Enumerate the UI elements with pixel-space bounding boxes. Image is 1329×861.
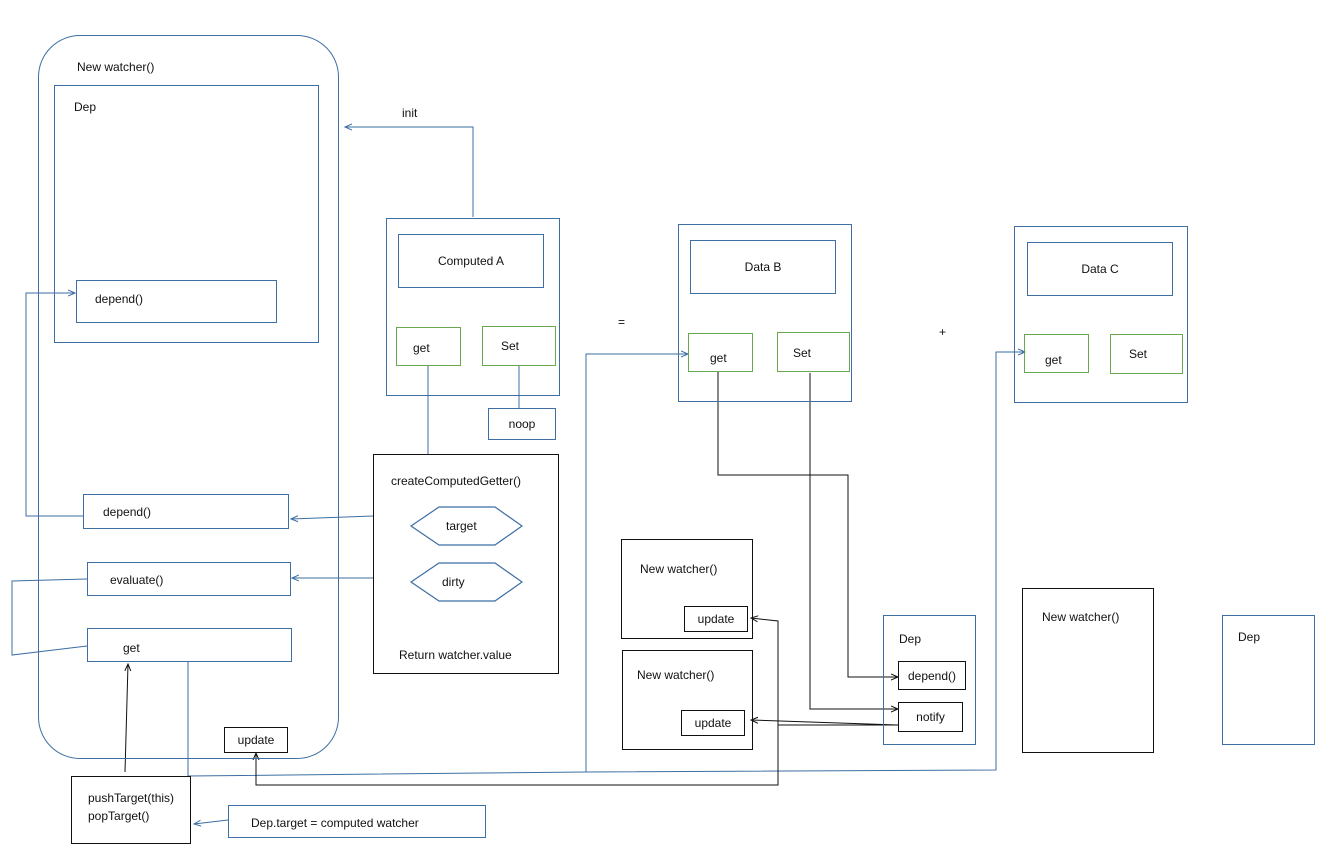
dirty-diamond[interactable] — [409, 561, 524, 603]
left-depend-node[interactable] — [83, 494, 289, 529]
computed-a-noop-node[interactable]: noop — [488, 408, 556, 440]
computed-a-set-node[interactable] — [482, 326, 556, 366]
left-watcher-title: New watcher() — [77, 60, 155, 74]
watcher-1-title: New watcher() — [640, 562, 718, 576]
dep-target-box — [228, 805, 486, 838]
watcher-3-title: New watcher() — [1042, 610, 1120, 624]
computed-getter-container — [373, 454, 559, 674]
computed-a-get-label: get — [413, 341, 430, 355]
data-c-get-node[interactable] — [1024, 334, 1089, 373]
left-evaluate-label: evaluate() — [110, 573, 164, 587]
data-b-get-node[interactable] — [688, 333, 753, 372]
data-b-get-label: get — [710, 351, 727, 365]
data-c-container — [1014, 226, 1188, 403]
computed-getter-title: createComputedGetter() — [391, 474, 522, 488]
left-get-label: get — [123, 641, 140, 655]
left-dep-depend-label: depend() — [95, 292, 144, 306]
data-b-title-box: Data B — [690, 240, 836, 294]
left-dep-box — [54, 85, 319, 343]
data-c-set-node[interactable] — [1110, 334, 1183, 374]
dep-target-label: Dep.target = computed watcher — [251, 816, 419, 830]
computed-a-container — [386, 218, 560, 396]
data-c-set-label: Set — [1129, 347, 1148, 361]
equals-sign: = — [618, 315, 626, 329]
computed-a-get-node[interactable] — [396, 327, 461, 366]
computed-a-set-label: Set — [501, 339, 520, 353]
dirty-label: dirty — [442, 575, 465, 589]
watcher-2-update-node[interactable]: update — [681, 710, 745, 736]
data-c-get-label: get — [1045, 353, 1062, 367]
watcher-2-container — [622, 650, 753, 750]
watcher-2-title: New watcher() — [637, 668, 715, 682]
data-b-set-node[interactable] — [777, 332, 850, 372]
left-depend-label: depend() — [103, 505, 152, 519]
dep-c-label: Dep — [1238, 630, 1261, 644]
left-update-node[interactable]: update — [224, 727, 288, 753]
left-evaluate-node[interactable] — [87, 562, 291, 596]
data-b-set-label: Set — [793, 346, 812, 360]
watcher-1-container — [621, 539, 753, 639]
target-diamond[interactable] — [409, 505, 524, 547]
push-pop-target-box — [71, 776, 191, 844]
dep-b-container — [883, 615, 976, 745]
left-get-node[interactable] — [87, 628, 292, 662]
data-b-container — [678, 224, 852, 402]
left-dep-label: Dep — [74, 100, 97, 114]
dep-b-label: Dep — [899, 632, 922, 646]
left-watcher-container — [38, 35, 339, 759]
dep-b-notify-node[interactable]: notify — [898, 702, 963, 732]
data-c-title-box: Data C — [1027, 242, 1173, 296]
target-label: target — [446, 519, 477, 533]
plus-sign: + — [939, 325, 947, 339]
watcher-1-update-node[interactable]: update — [684, 606, 748, 632]
push-target-label: pushTarget(this) — [88, 791, 175, 805]
dep-c-container — [1222, 615, 1315, 745]
return-watcher-value-label: Return watcher.value — [399, 648, 512, 662]
init-label: init — [402, 106, 418, 120]
computed-a-title-box: Computed A — [398, 234, 544, 288]
pop-target-label: popTarget() — [88, 809, 150, 823]
dep-b-depend-node[interactable]: depend() — [898, 661, 966, 690]
watcher-3-container — [1022, 588, 1154, 753]
left-dep-depend-node[interactable] — [76, 280, 277, 323]
